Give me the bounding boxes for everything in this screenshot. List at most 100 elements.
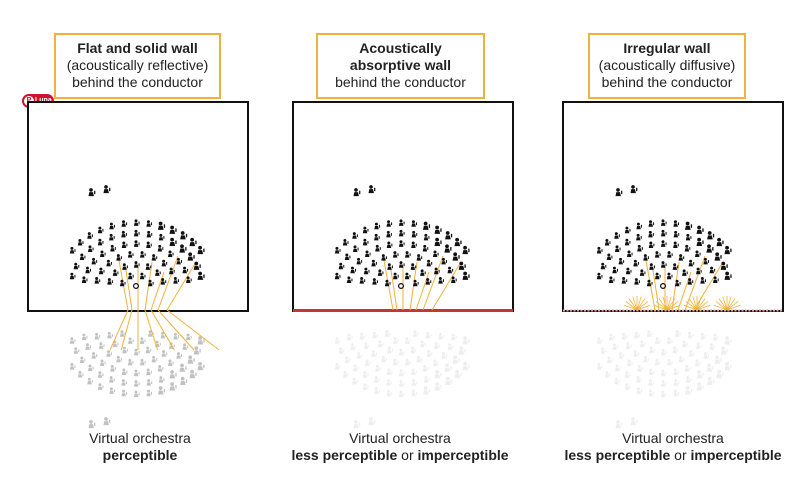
orchestra-scene [563, 185, 783, 429]
musician-icon [434, 267, 440, 275]
musician-icon [368, 417, 376, 426]
musician-icon [73, 262, 80, 270]
musician-icon [374, 222, 380, 230]
sound-ray-icon [726, 296, 732, 311]
musician-icon [674, 279, 681, 287]
musician-icon [387, 263, 393, 270]
musician-icon [377, 340, 384, 348]
musician-icon [352, 245, 359, 252]
musician-icon [359, 332, 366, 340]
virtual-orchestra [596, 330, 732, 429]
musician-icon [666, 272, 673, 280]
musician-icon [434, 370, 442, 379]
musician-icon [614, 377, 620, 385]
musician-icon [434, 382, 442, 391]
musician-icon [81, 276, 88, 283]
panel-absorptive-wall: Acoustically absorptive wall behind the … [270, 0, 530, 494]
musician-icon [615, 420, 623, 429]
orchestra [596, 185, 732, 290]
musician-icon [363, 267, 370, 275]
sound-ray-icon [636, 301, 649, 311]
musician-icon [685, 376, 692, 383]
musician-icon [660, 229, 667, 237]
musician-icon [371, 350, 377, 357]
musician-icon [362, 371, 369, 378]
musician-icon [398, 261, 405, 268]
musician-icon [618, 257, 625, 265]
musician-icon [713, 276, 719, 283]
musician-icon [167, 250, 174, 258]
musician-icon [109, 387, 115, 394]
musician-icon [707, 376, 715, 386]
musician-icon [648, 368, 655, 376]
sound-ray-icon [718, 298, 728, 311]
sound-ray-icon [150, 271, 165, 311]
musician-icon [596, 337, 603, 344]
musician-icon [636, 387, 642, 394]
conductor-icon [659, 282, 667, 290]
musician-icon [462, 336, 470, 345]
musician-icon [69, 246, 76, 254]
musician-icon [392, 358, 399, 366]
musician-icon [410, 263, 417, 270]
musician-icon [121, 241, 128, 249]
musician-icon [684, 221, 693, 230]
musician-icon [180, 376, 188, 386]
musician-icon [404, 251, 411, 258]
musician-icon [646, 330, 653, 337]
musician-icon [346, 333, 353, 341]
musician-icon [696, 225, 704, 234]
musician-icon [445, 231, 453, 240]
musician-icon [344, 356, 351, 364]
musician-icon [197, 361, 205, 371]
musician-icon [678, 355, 685, 363]
sound-rays [623, 254, 741, 311]
musician-icon [99, 359, 106, 367]
musician-icon [596, 363, 603, 370]
musician-icon [69, 272, 76, 280]
musician-icon [372, 278, 378, 285]
musician-icon [684, 244, 691, 252]
musician-icon [182, 266, 189, 274]
musician-icon [116, 355, 122, 363]
musician-icon [411, 230, 418, 238]
caption: Virtual orchestra perceptible [20, 430, 260, 464]
musician-icon [79, 253, 86, 261]
musician-icon [696, 342, 702, 349]
caption-connector: or [397, 447, 418, 463]
musician-icon [97, 226, 104, 234]
musician-icon [648, 241, 655, 249]
musician-icon [633, 259, 639, 267]
musician-icon [660, 369, 667, 377]
musician-icon [660, 261, 667, 268]
musician-icon [660, 219, 667, 226]
musician-icon [145, 263, 152, 270]
musician-icon [176, 352, 182, 359]
musician-icon [87, 245, 94, 252]
virtual-orchestra [69, 330, 205, 429]
musician-icon [618, 352, 625, 359]
musician-icon [600, 262, 607, 270]
musician-icon [375, 244, 381, 252]
musician-icon [374, 387, 380, 394]
musician-icon [624, 371, 631, 378]
musician-icon [621, 277, 628, 284]
musician-icon [696, 237, 704, 246]
sound-ray-icon [692, 296, 698, 311]
musician-icon [364, 359, 371, 367]
musician-icon [384, 279, 391, 287]
musician-icon [648, 389, 655, 397]
musician-icon [416, 254, 423, 261]
sound-ray-icon [713, 304, 728, 311]
musician-icon [146, 368, 152, 376]
musician-icon [720, 346, 728, 355]
musician-icon [434, 342, 440, 349]
sound-ray-icon [632, 296, 638, 311]
sound-rays [109, 254, 220, 351]
sound-ray-icon [683, 304, 698, 311]
sound-ray-icon [696, 296, 702, 311]
musician-icon [103, 185, 111, 194]
musician-icon [687, 278, 694, 285]
musician-icon [673, 241, 679, 249]
musician-icon [139, 272, 146, 280]
